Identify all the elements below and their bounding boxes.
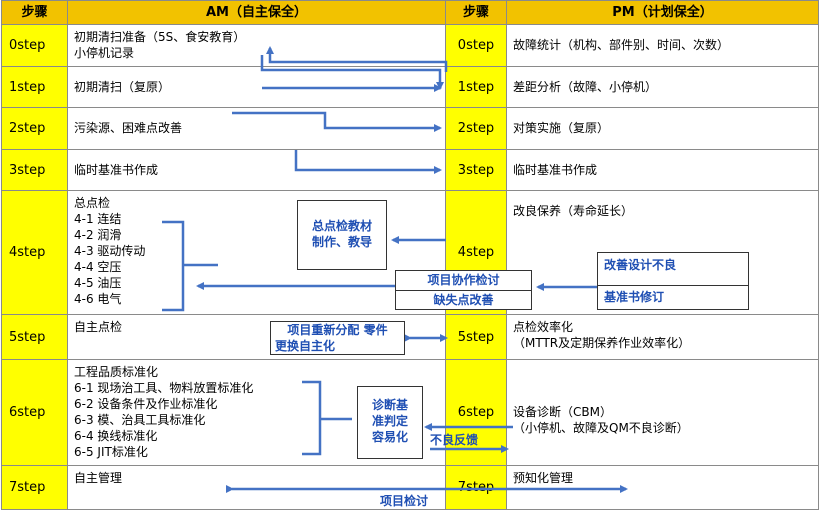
header-step-left: 步骤 — [1, 0, 68, 25]
bracket-4step — [162, 220, 185, 312]
pm-line: 预知化管理 — [513, 471, 574, 485]
row-2-pm-text: 对策实施（复原） — [507, 108, 818, 140]
design-line: 基准书修订 — [598, 285, 748, 308]
row-5-step-right: 5step — [446, 315, 507, 360]
bracket-6step — [302, 380, 322, 456]
row-3-step-right: 3step — [446, 150, 507, 191]
arrow-0step-am-to-pm-1step — [260, 55, 444, 90]
teaching-line: 总点检教材 — [311, 219, 372, 233]
am-line: 自主管理 — [74, 471, 123, 485]
realloc-line: 更换自主化 — [275, 339, 336, 353]
realloc-line: 项目重新分配 零件 — [287, 323, 388, 337]
pm-line: 对策实施（复原） — [513, 121, 610, 135]
row-5-pm-text: 点检效率化 （MTTR及定期保养作业效率化） — [507, 315, 818, 355]
row-0-am-text: 初期清扫准备（5S、食安教育） 小停机记录 — [68, 25, 445, 65]
am-line: 4-3 驱动传动 — [74, 244, 146, 258]
am-line: 6-4 换线标准化 — [74, 429, 158, 443]
header-pm: PM（计划保全） — [507, 0, 819, 25]
arrow-3step — [294, 150, 442, 174]
pm-line: （MTTR及定期保养作业效率化） — [513, 336, 691, 350]
am-line: 4-5 油压 — [74, 276, 122, 290]
am-line: 6-5 JIT标准化 — [74, 445, 148, 459]
row-1-step-left: 1step — [1, 67, 68, 108]
diagnosis-box: 诊断基 准判定 容易化 — [357, 386, 423, 459]
pm-line: 改良保养（寿命延长） — [513, 204, 634, 218]
am-line: 初期清扫（复原） — [74, 80, 171, 94]
row-4-am-text: 总点检 4-1 连结 4-2 润滑 4-3 驱动传动 4-4 空压 4-5 油压… — [68, 191, 445, 311]
pm-line: 点检效率化 — [513, 320, 574, 334]
pm-line: 设备诊断（CBM） — [513, 405, 612, 419]
pm-line: 临时基准书作成 — [513, 163, 598, 177]
diagnosis-line: 准判定 — [371, 414, 408, 428]
am-line: 小停机记录 — [74, 46, 135, 60]
teaching-line: 制作、教导 — [311, 235, 372, 249]
am-line: 6-2 设备条件及作业标准化 — [74, 397, 218, 411]
row-1-pm-text: 差距分析（故障、小停机） — [507, 67, 818, 99]
am-line: 4-6 电气 — [74, 292, 122, 306]
row-3-step-left: 3step — [1, 150, 68, 191]
am-line: 4-4 空压 — [74, 260, 122, 274]
am-line: 初期清扫准备（5S、食安教育） — [74, 30, 246, 44]
row-0-am: 初期清扫准备（5S、食安教育） 小停机记录 — [68, 25, 446, 67]
am-line: 自主点检 — [74, 320, 123, 334]
row-4-step-left: 4step — [1, 191, 68, 315]
row-2-pm: 对策实施（复原） — [507, 108, 819, 150]
am-line: 总点检 — [74, 196, 111, 210]
row-5-am-text: 自主点检 — [68, 315, 445, 339]
row-1-step-right: 1step — [446, 67, 507, 108]
row-0-pm: 故障统计（机构、部件别、时间、次数） — [507, 25, 819, 67]
row-6-am: 工程品质标准化 6-1 现场治工具、物料放置标准化 6-2 设备条件及作业标准化… — [68, 360, 446, 466]
collab-box: 项目协作检讨 缺失点改善 — [395, 270, 532, 310]
row-2-step-left: 2step — [1, 108, 68, 150]
row-0-step-right: 0step — [446, 25, 507, 67]
row-3-pm-text: 临时基准书作成 — [507, 150, 818, 182]
review-label: 项目检讨 — [380, 494, 429, 508]
row-5-step-left: 5step — [1, 315, 68, 360]
row-2-step-right: 2step — [446, 108, 507, 150]
row-6-step-left: 6step — [1, 360, 68, 466]
row-3-am-text: 临时基准书作成 — [68, 150, 445, 182]
diagnosis-line: 诊断基 — [371, 398, 408, 412]
row-7-pm-text: 预知化管理 — [507, 466, 818, 490]
row-3-pm: 临时基准书作成 — [507, 150, 819, 191]
design-line: 改善设计不良 — [604, 258, 677, 272]
row-0-step-left: 0step — [1, 25, 68, 67]
teaching-box: 总点检教材 制作、教导 — [297, 200, 387, 270]
design-box: 改善设计不良 基准书修订 — [597, 252, 749, 310]
arrow-0step-pm-to-am — [266, 46, 448, 72]
feedback-label: 不良反馈 — [430, 433, 479, 447]
row-1-am-text: 初期清扫（复原） — [68, 67, 445, 99]
am-line: 工程品质标准化 — [74, 365, 159, 379]
collab-line: 缺失点改善 — [433, 293, 494, 307]
pm-line: 故障统计（机构、部件别、时间、次数） — [513, 38, 730, 52]
pm-line: （小停机、故障及QM不良诊断） — [513, 421, 689, 435]
am-line: 4-2 润滑 — [74, 228, 122, 242]
am-line: 6-3 模、治具工具标准化 — [74, 413, 206, 427]
am-line: 4-1 连结 — [74, 212, 122, 226]
collab-line: 项目协作检讨 — [396, 271, 531, 291]
row-1-pm: 差距分析（故障、小停机） — [507, 67, 819, 108]
header-step-right: 步骤 — [446, 0, 507, 25]
arrow-2step — [232, 111, 442, 132]
row-7-am-text: 自主管理 — [68, 466, 445, 490]
row-7-step-left: 7step — [1, 466, 68, 510]
am-line: 6-1 现场治工具、物料放置标准化 — [74, 381, 254, 395]
row-6-pm-text: 设备诊断（CBM） （小停机、故障及QM不良诊断） — [507, 360, 818, 440]
row-0-pm-text: 故障统计（机构、部件别、时间、次数） — [507, 25, 818, 57]
pm-line: 差距分析（故障、小停机） — [513, 80, 658, 94]
am-line: 临时基准书作成 — [74, 163, 159, 177]
header-am: AM（自主保全） — [68, 0, 446, 25]
row-5-pm: 点检效率化 （MTTR及定期保养作业效率化） — [507, 315, 819, 360]
row-2-am-text: 污染源、困难点改善 — [68, 108, 445, 140]
row-4-pm-text: 改良保养（寿命延长） — [507, 191, 818, 223]
am-line: 污染源、困难点改善 — [74, 121, 183, 135]
realloc-box: 项目重新分配 零件 更换自主化 — [270, 321, 405, 355]
diagnosis-line: 容易化 — [371, 430, 408, 444]
row-6-pm: 设备诊断（CBM） （小停机、故障及QM不良诊断） — [507, 360, 819, 466]
row-6-am-text: 工程品质标准化 6-1 现场治工具、物料放置标准化 6-2 设备条件及作业标准化… — [68, 360, 445, 464]
